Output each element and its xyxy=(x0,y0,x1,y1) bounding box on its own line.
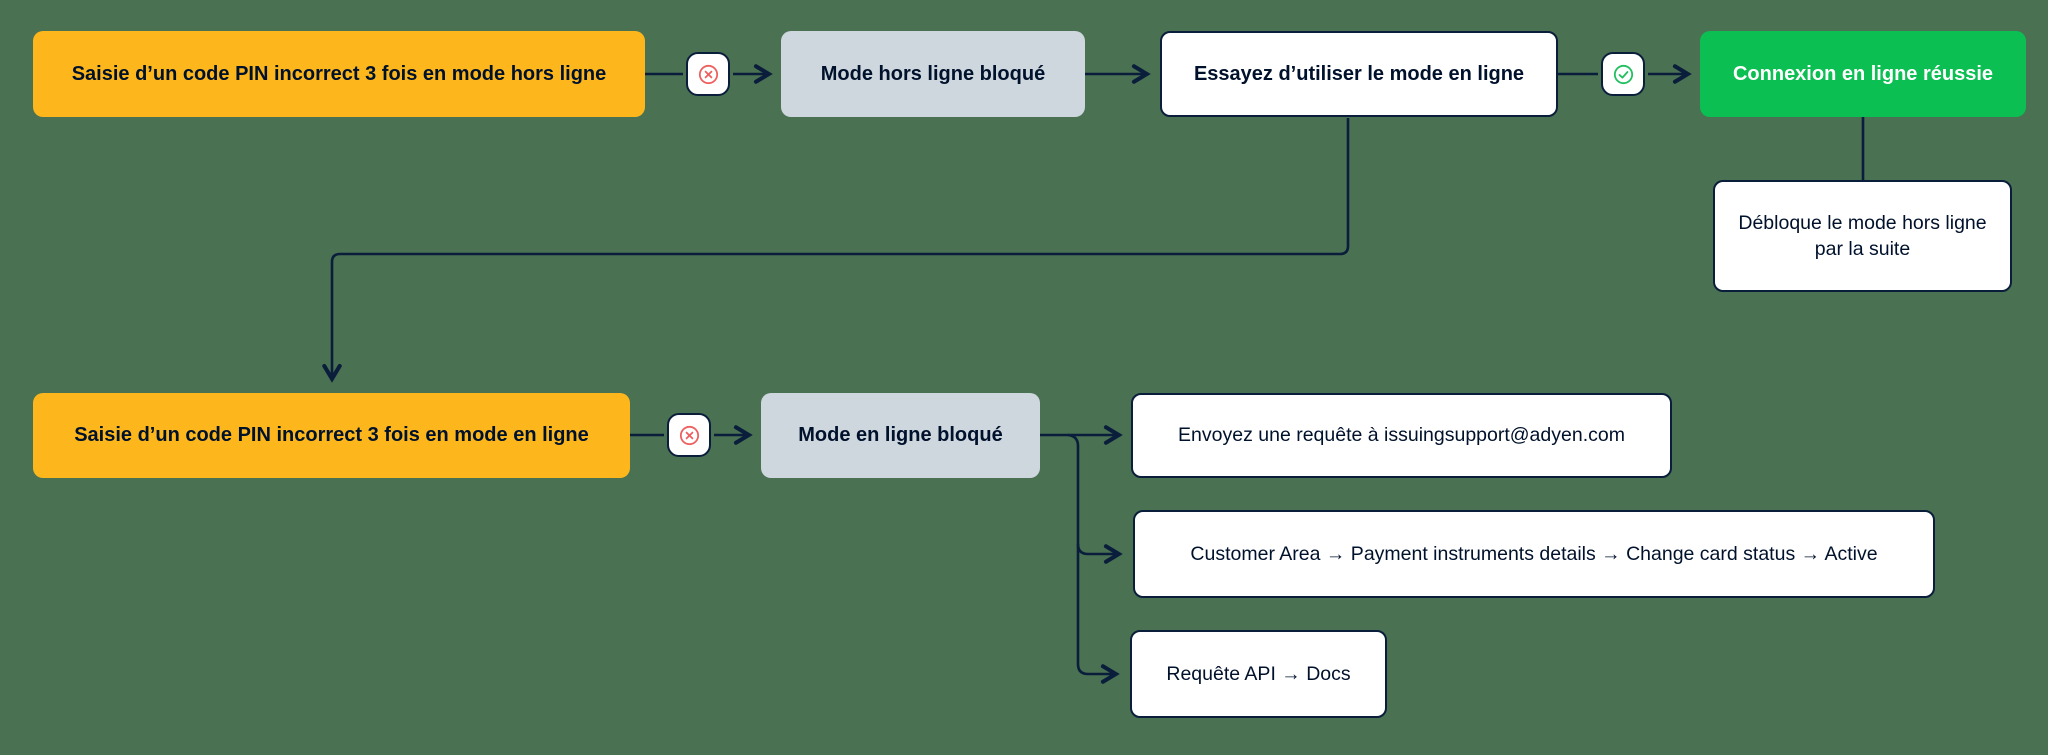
connector-tryonline-onlinepin xyxy=(322,118,1350,383)
connector-branch-customerarea xyxy=(1076,543,1123,564)
node-try-online: Essayez d’utiliser le mode en ligne xyxy=(1160,31,1558,117)
node-label: Connexion en ligne réussie xyxy=(1732,62,1994,85)
node-offline-pin-incorrect: Saisie d’un code PIN incorrect 3 fois en… xyxy=(33,31,645,117)
circle-x-icon xyxy=(698,64,718,84)
node-label: Customer Area → Payment instruments deta… xyxy=(1190,542,1878,565)
circle-x-icon xyxy=(679,425,699,445)
node-label: Débloque le mode hors ligne par la suite xyxy=(1738,211,1987,260)
node-api-request: Requête API → Docs xyxy=(1130,630,1387,718)
node-online-pin-incorrect: Saisie d’un code PIN incorrect 3 fois en… xyxy=(33,393,630,478)
fail-icon-badge xyxy=(667,413,711,457)
circle-check-icon xyxy=(1613,64,1633,84)
node-customer-area-path: Customer Area → Payment instruments deta… xyxy=(1133,510,1935,598)
node-unblock-offline: Débloque le mode hors ligne par la suite xyxy=(1713,180,2012,292)
node-contact-support: Envoyez une requête à issuingsupport@ady… xyxy=(1131,393,1672,478)
node-online-blocked: Mode en ligne bloqué xyxy=(761,393,1040,478)
node-label: Mode en ligne bloqué xyxy=(798,424,1003,446)
node-offline-blocked: Mode hors ligne bloqué xyxy=(781,31,1085,117)
node-label: Mode hors ligne bloqué xyxy=(820,62,1046,85)
node-label: Requête API → Docs xyxy=(1166,662,1351,685)
success-icon-badge xyxy=(1601,52,1645,96)
fail-icon-badge xyxy=(686,52,730,96)
node-online-success: Connexion en ligne réussie xyxy=(1700,31,2026,117)
connector-branch-apirequest xyxy=(1067,433,1120,684)
node-label: Saisie d’un code PIN incorrect 3 fois en… xyxy=(71,62,607,85)
node-label: Saisie d’un code PIN incorrect 3 fois en… xyxy=(74,424,589,446)
node-label: Envoyez une requête à issuingsupport@ady… xyxy=(1178,424,1625,447)
node-label: Essayez d’utiliser le mode en ligne xyxy=(1193,62,1525,85)
